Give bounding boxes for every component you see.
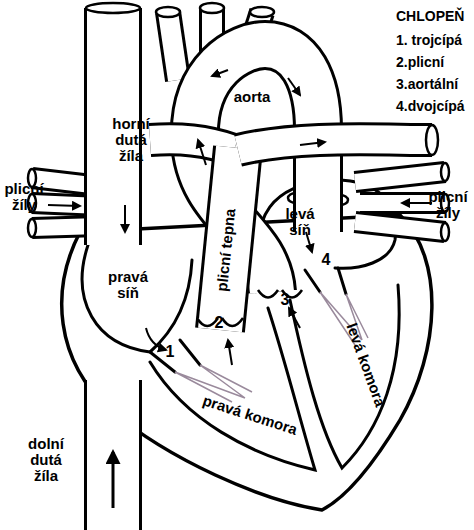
key-item: 2.plicní — [396, 55, 444, 70]
valve-number: 2 — [215, 315, 224, 332]
key-item: 4.dvojcípá — [396, 99, 464, 114]
vena-cava — [86, 3, 140, 530]
key-item: 3.aortální — [396, 77, 458, 92]
flow-arrows — [48, 70, 432, 508]
chamber-label: pravá komora — [201, 392, 299, 437]
chamber-label: levá komora — [344, 321, 389, 409]
vessel-label: plicní tepna — [214, 208, 238, 293]
valve-number: 3 — [281, 292, 290, 309]
vessel-label: plicní žíly — [1, 181, 47, 213]
valve-number: 1 — [166, 344, 175, 361]
chamber-label: levá síň — [280, 206, 320, 238]
pulmonary-artery — [150, 125, 438, 330]
heart-valves — [150, 268, 368, 402]
valve-number: 4 — [322, 252, 331, 269]
vessel-label: horní dutá žíla — [108, 116, 154, 163]
vessel-label: dolní dutá žíla — [23, 436, 69, 483]
chamber-label: pravá síň — [106, 269, 150, 301]
vessel-label: plicní žíly — [425, 189, 471, 221]
key-title: CHLOPEŇ — [396, 9, 464, 24]
vessel-label: aorta — [234, 89, 271, 105]
key-item: 1. trojcípá — [396, 33, 462, 48]
